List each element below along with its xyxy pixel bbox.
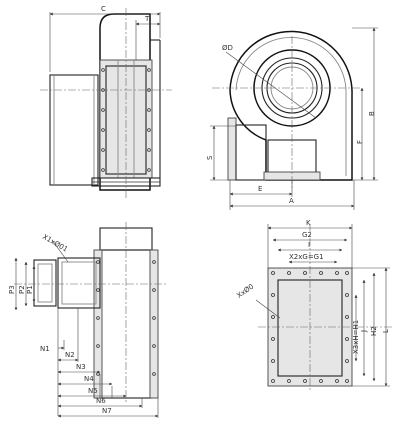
dim-label-n7: N7: [102, 407, 112, 415]
top-view: X1xØ01 P3 P2 P1 N1 N2 N3 N4 N5 N6 N7: [8, 222, 168, 418]
flange-bolts: [271, 271, 349, 383]
dim-label-n3: N3: [76, 363, 86, 371]
dim-label-j: J: [360, 330, 368, 333]
dim-label-p2: P2: [18, 285, 26, 294]
dim-label-k: K: [306, 219, 311, 227]
dim-label-a: A: [289, 197, 294, 205]
dim-label-xx: XxØ0: [235, 283, 255, 300]
dim-label-t: T: [144, 15, 150, 23]
dim-label-p3: P3: [8, 285, 16, 294]
dim-label-od: ØD: [222, 44, 233, 52]
dim-label-e: E: [258, 185, 262, 193]
outlet-flange-view: K G2 I X2xG=G1 XxØ0 X3xH=H1 J H2 L: [235, 219, 392, 392]
dim-label-n4: N4: [84, 375, 94, 383]
front-view: ØD E A B F S: [206, 27, 378, 210]
dim-label-c: C: [101, 5, 106, 13]
dim-label-x3: X3xH=H1: [352, 320, 360, 354]
dim-label-n1: N1: [40, 345, 50, 353]
side-flange-bolts: [101, 68, 151, 172]
dim-label-l: L: [382, 329, 390, 333]
dim-label-x2: X2xG=G1: [289, 253, 324, 261]
dim-label-h2: H2: [370, 326, 378, 336]
dim-label-p1: P1: [26, 285, 34, 294]
top-view-bolts: [96, 260, 156, 376]
dim-label-n5: N5: [88, 387, 98, 395]
side-view: C T: [40, 5, 172, 200]
dim-label-s: S: [206, 155, 214, 160]
dim-label-n6: N6: [96, 397, 106, 405]
dim-label-x1: X1xØ01: [41, 233, 69, 254]
dim-label-i: I: [308, 241, 310, 249]
dim-label-g2: G2: [302, 231, 312, 239]
dim-label-n2: N2: [65, 351, 75, 359]
dim-label-f: F: [356, 140, 364, 144]
dim-label-b: B: [368, 111, 376, 116]
